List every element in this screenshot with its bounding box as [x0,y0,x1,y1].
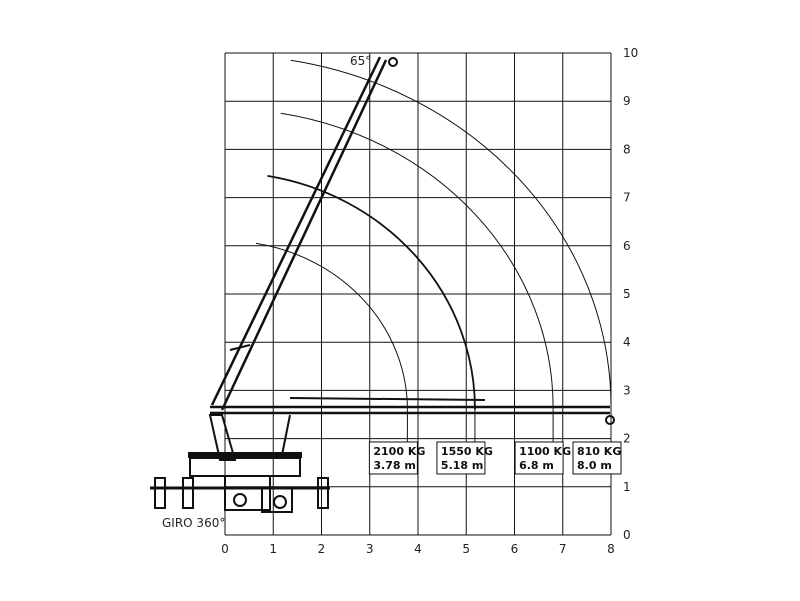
boom-tip-hook-icon [388,57,398,67]
x-tick-label: 3 [366,542,374,556]
x-tick-label: 7 [559,542,567,556]
load-box-reach: 6.8 m [519,459,554,472]
crane-drawing [150,56,615,513]
y-tick-label: 3 [623,383,631,397]
reach-arcs [255,59,612,443]
reach-arc [290,59,612,410]
pump-wheel [273,495,287,509]
x-tick-label: 4 [414,542,422,556]
crane-pump [261,487,293,513]
load-box-reach: 5.18 m [441,459,483,472]
x-tick-label: 5 [462,542,470,556]
outrigger-right [317,477,329,509]
crane-base-rail [188,452,302,458]
y-tick-label: 4 [623,335,631,349]
load-box-weight: 2100 KG [373,445,425,458]
turret-wheel [233,493,247,507]
y-tick-label: 9 [623,94,631,108]
y-tick-label: 1 [623,480,631,494]
rotation-label: GIRO 360° [162,516,225,530]
y-tick-label: 6 [623,239,631,253]
load-box-weight: 810 KG [577,445,621,458]
load-boxes: 2100 KG3.78 m 1550 KG5.18 m 1100 KG6.8 m 81… [368,441,622,475]
x-tick-label: 6 [511,542,519,556]
reach-arc [267,175,476,410]
y-tick-label: 10 [623,46,638,60]
reach-arc [255,242,408,410]
load-box-weight: 1100 KG [519,445,571,458]
load-box-reach: 3.78 m [373,459,415,472]
x-tick-label: 0 [221,542,229,556]
load-box-reach: 8.0 m [577,459,612,472]
y-tick-label: 7 [623,191,631,205]
main-boom-right [220,59,388,411]
y-tick-label: 0 [623,528,631,542]
crane-turret [224,475,271,511]
load-box [436,441,486,475]
x-tick-label: 8 [607,542,615,556]
load-box [514,441,564,475]
crane-base-frame [189,457,301,477]
y-tick-label: 5 [623,287,631,301]
boom-end-hook-icon [605,415,615,425]
outrigger-left [154,477,166,509]
y-tick-label: 8 [623,142,631,156]
boom-angle-label: 65° [350,54,371,68]
main-boom-left [210,56,382,406]
y-tick-label: 2 [623,432,631,446]
outrigger-left-inner [182,477,194,509]
x-tick-label: 1 [269,542,277,556]
x-tick-label: 2 [318,542,326,556]
crane-column [208,414,237,461]
load-box-weight: 1550 KG [441,445,493,458]
boom-cylinder [229,344,251,351]
boom-link-arm [281,414,291,456]
boom-extension-line [289,397,486,401]
load-box [572,441,622,475]
load-box [368,441,418,475]
